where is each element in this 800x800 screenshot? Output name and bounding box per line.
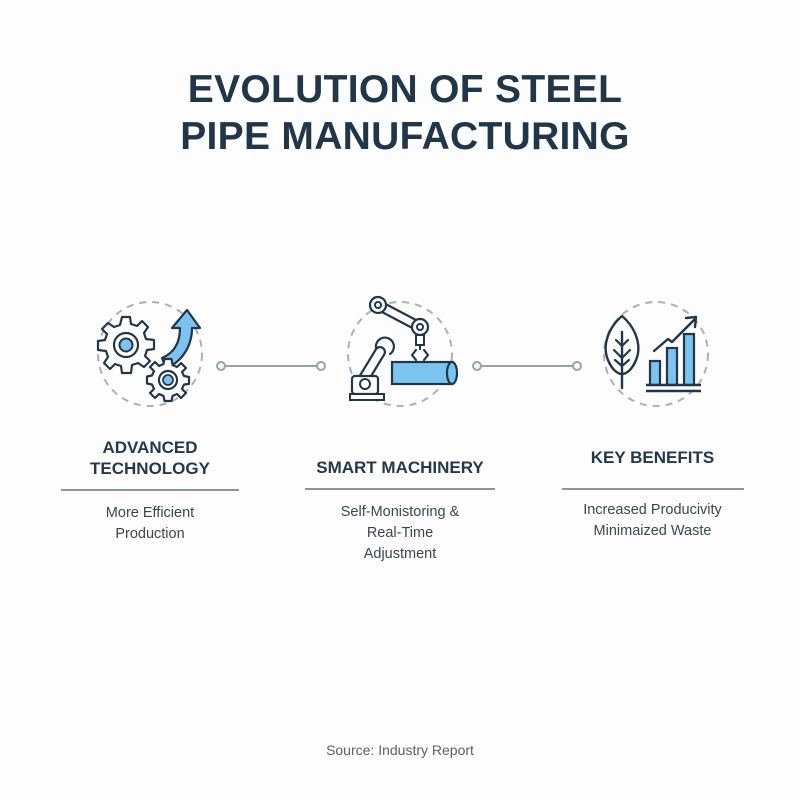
connector-line-2 [470,359,584,378]
divider [61,489,239,491]
stage-heading: SMART MACHINERY [316,458,484,477]
source-caption: Source: Industry Report [326,742,474,758]
stage-description: More Efficient Production [105,505,195,542]
stage-heading: KEY BENEFITS [590,448,715,467]
title-line-1: EVOLUTION OF STEEL [187,68,623,111]
leaf-growth-chart-icon [598,296,718,411]
stage-description: Increased Producivity Minimaized Waste [583,502,722,539]
divider [305,488,495,490]
robotic-arm-pipe-icon [340,292,465,412]
title-line-2: PIPE MANUFACTURING [180,115,630,158]
gears-arrow-icon [90,296,210,411]
page-title: EVOLUTION OF STEEL PIPE MANUFACTURING [0,66,800,160]
divider [561,488,744,490]
stage-description: Self-Monistoring & Real-Time Adjustment [340,504,460,562]
stage-key-benefits: KEY BENEFITS Increased Producivity Minim… [555,447,750,542]
stage-advanced-technology: ADVANCED TECHNOLOGY More Efficient Produ… [60,437,240,545]
stage-heading: ADVANCED TECHNOLOGY [90,438,210,478]
stage-smart-machinery: SMART MACHINERY Self-Monistoring & Real-… [300,457,500,565]
connector-line-1 [214,359,328,378]
